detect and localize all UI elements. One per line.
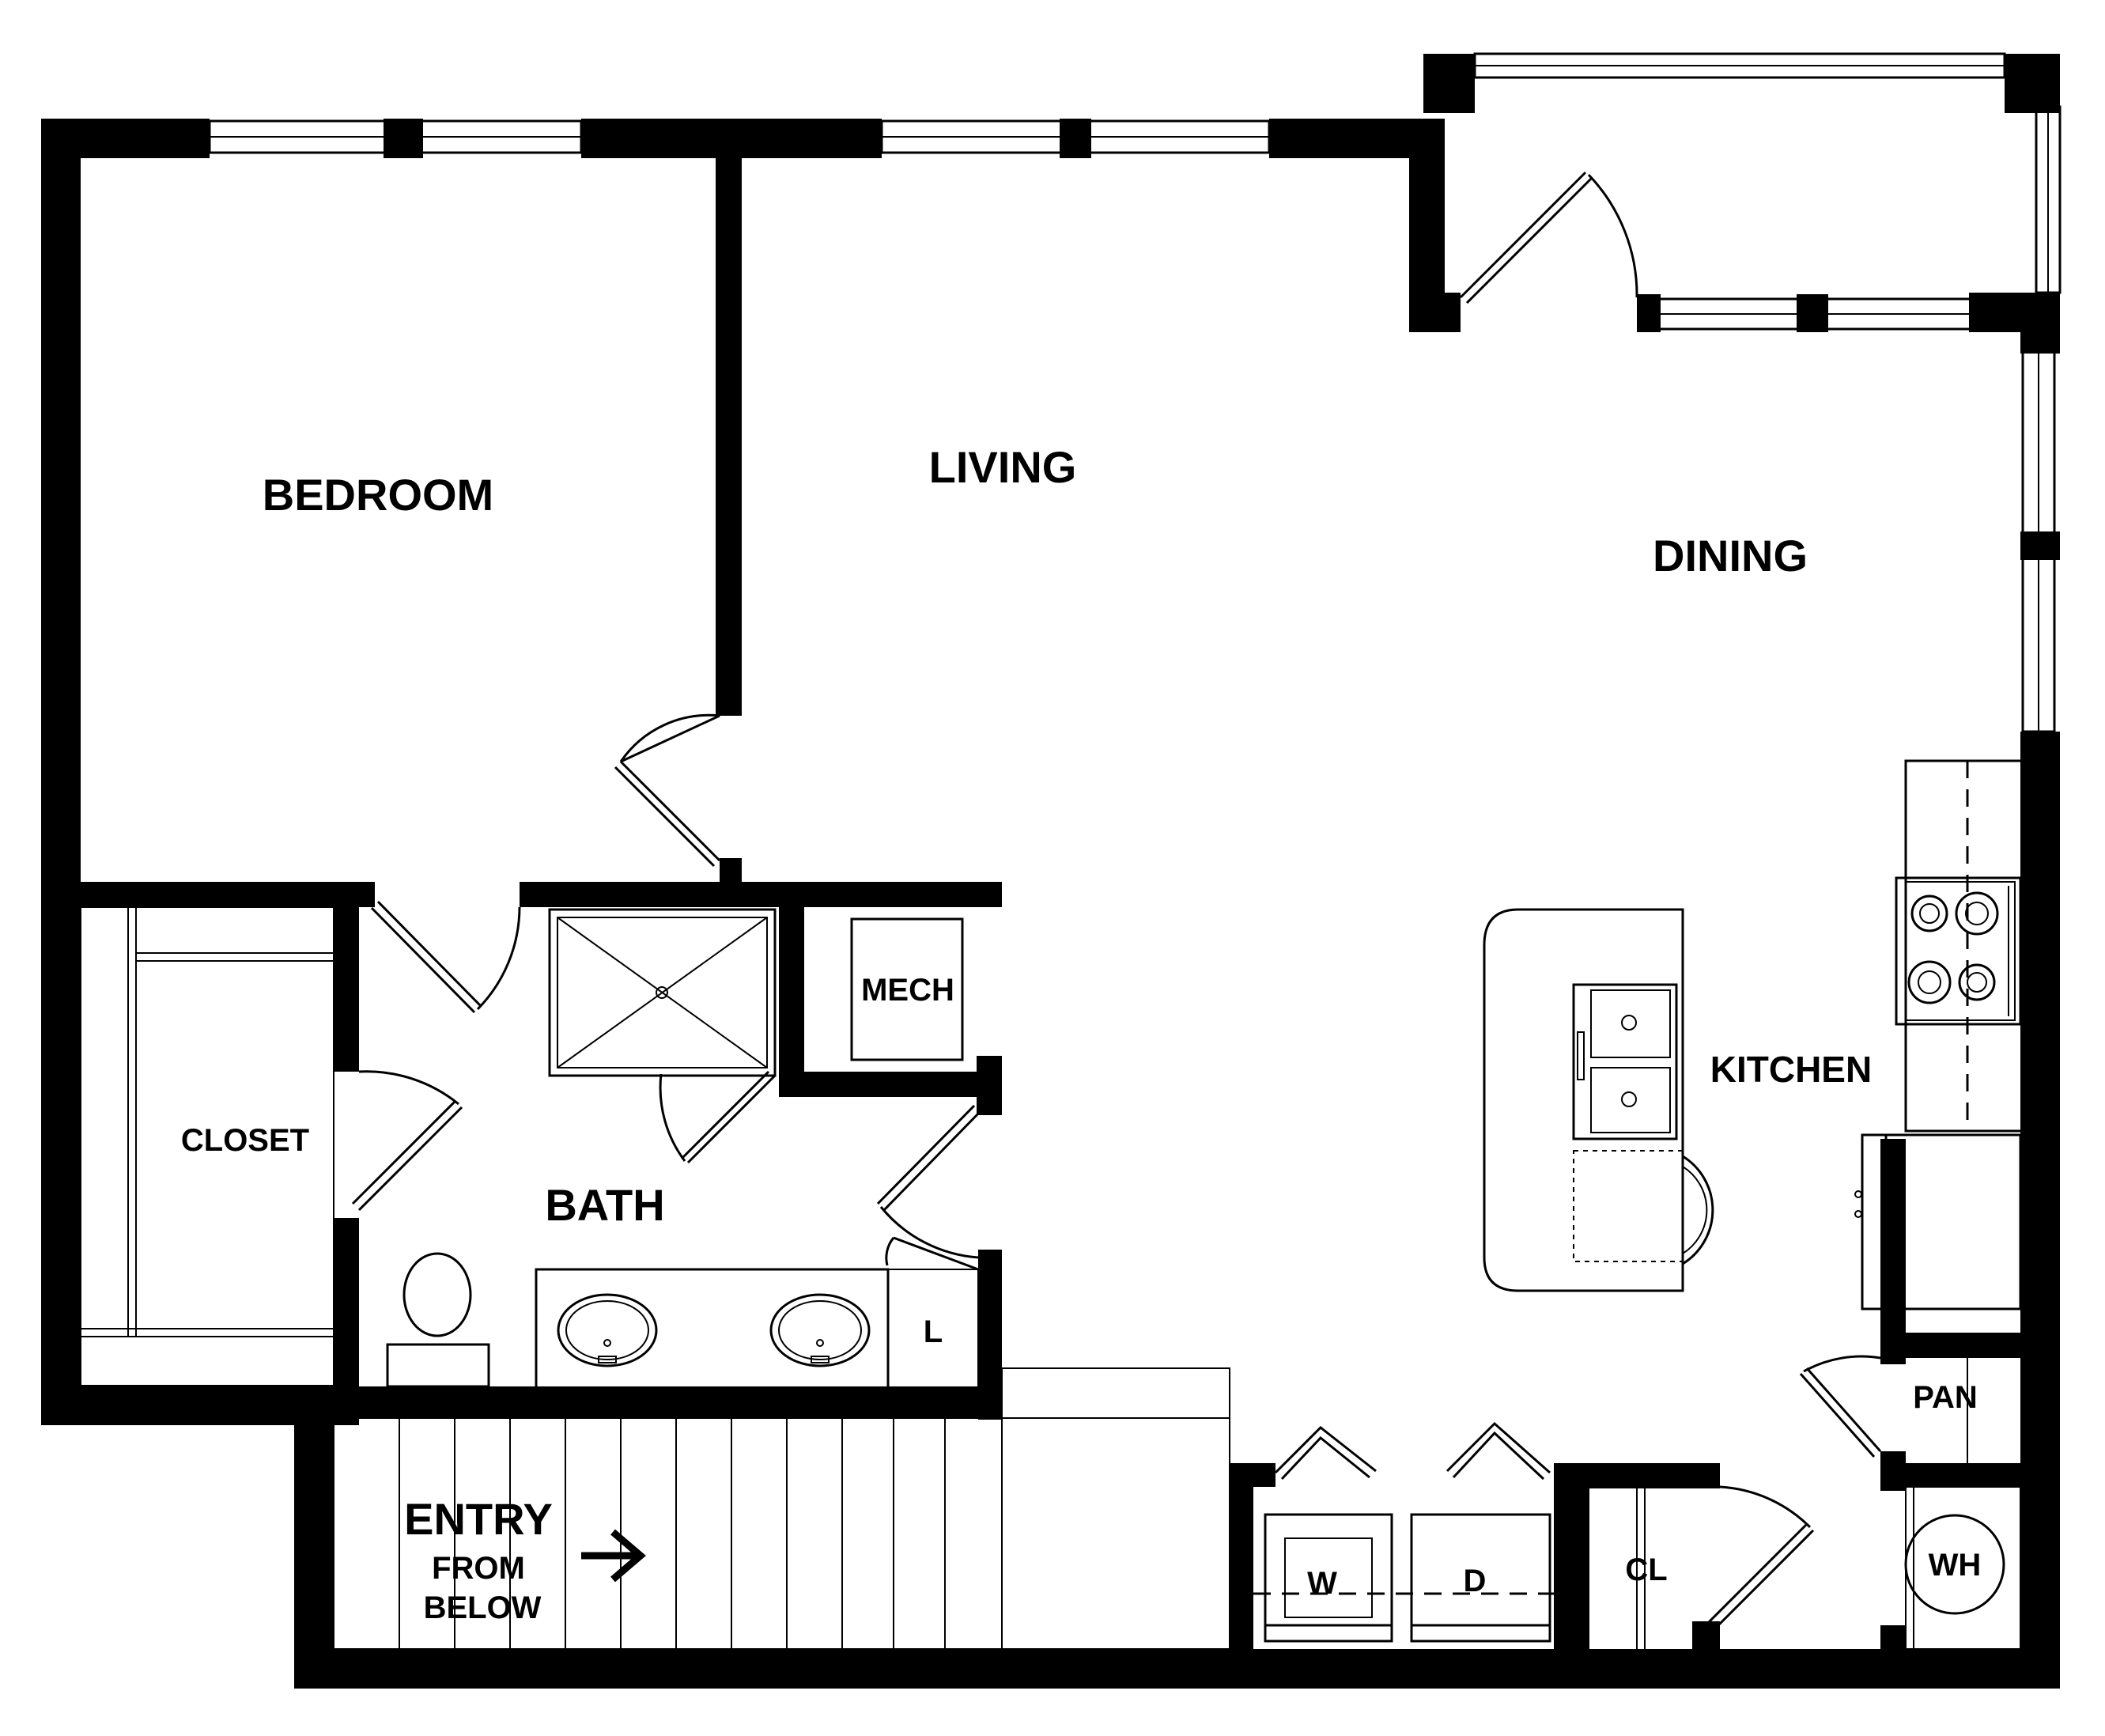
arrow-right-icon (581, 1529, 646, 1583)
stair (333, 1367, 1230, 1650)
room-label-bath: BATH (545, 1180, 664, 1230)
windows (208, 52, 2062, 733)
room-label-closet: CLOSET (181, 1123, 309, 1158)
entry-label: ENTRY (404, 1494, 553, 1544)
room-label-pantry: PAN (1913, 1380, 1977, 1415)
room-label-kitchen: KITCHEN (1710, 1049, 1872, 1090)
walls (41, 54, 2060, 1689)
toilet (386, 1252, 490, 1388)
room-label-living: LIVING (929, 442, 1077, 492)
entry-label-from: FROM (432, 1551, 525, 1586)
doors (351, 171, 1882, 1633)
room-label-linen: L (924, 1314, 943, 1349)
fixtures (80, 759, 2022, 1650)
room-label-dining: DINING (1653, 531, 1808, 581)
washer-dryer (1253, 1513, 1554, 1643)
room-label-mech: MECH (861, 973, 954, 1008)
room-label-washer: W (1307, 1566, 1337, 1601)
kitchen-counter (1854, 759, 2022, 1311)
room-label-coat-closet: CL (1625, 1553, 1667, 1587)
room-label-bedroom: BEDROOM (263, 470, 493, 520)
vanity (535, 1268, 890, 1390)
kitchen-island (1483, 908, 1714, 1292)
room-labels: BEDROOM LIVING DINING KITCHEN CLOSET BAT… (181, 442, 1981, 1625)
entry-label-below: BELOW (424, 1590, 542, 1625)
water-heater (1904, 1486, 2021, 1650)
room-label-water-heater: WH (1929, 1548, 1982, 1583)
shower (548, 908, 777, 1077)
room-label-dryer: D (1464, 1564, 1487, 1598)
